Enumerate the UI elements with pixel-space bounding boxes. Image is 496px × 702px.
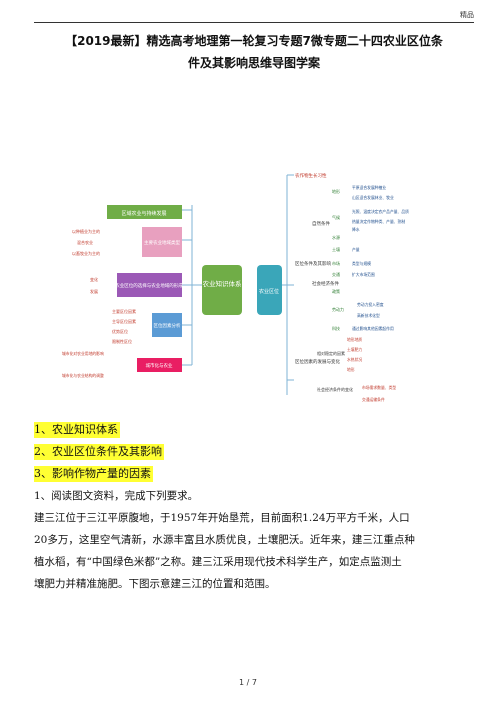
- leaf-select-1: 变化: [90, 276, 98, 282]
- question-para-1: 建三江位于三江平原腹地，于1957年开始垦荒，目前面积1.24万平方千米，人口: [34, 512, 410, 524]
- outline-item-3: 3、影响作物产量的因素: [34, 466, 153, 482]
- soc-item-5: 科技: [332, 325, 340, 331]
- nat-detail-2: 山区适合发展林业、牧业: [352, 195, 394, 200]
- soc-detail-2: 扩大市场范围: [352, 272, 375, 277]
- social-label: 社会经济条件: [312, 280, 339, 287]
- mind-map: 农业知识体系 农业区位 区域农业与持续发展 主要农业地域类型 以种植业为主的 混…: [62, 172, 409, 402]
- branch-sustainable: [107, 205, 182, 219]
- branch-select: [117, 273, 182, 297]
- leaf-city-2: 城市化与农业结构的调整: [62, 373, 104, 378]
- change-stable: 相对稳定的因素: [317, 350, 345, 356]
- leaf-type-1: 以种植业为主的: [72, 228, 100, 234]
- branch-sustainable-label: 区域农业与持续发展: [121, 210, 166, 217]
- page-number: 1 / 7: [239, 678, 257, 687]
- header-divider: [34, 22, 474, 23]
- branch-city-label: 城市化与农业: [146, 362, 173, 369]
- outline-item-1: 1、农业知识体系: [34, 422, 120, 438]
- group-conditions: 区位条件及其影响: [295, 260, 331, 267]
- leaf-factor-1: 主要区位因素: [112, 308, 136, 314]
- nat-detail-5: 降水: [352, 227, 360, 232]
- branch-types: [142, 227, 182, 257]
- leaf-city-1: 城市化对农业用地的影响: [62, 351, 104, 356]
- right-top: 农作物生长习性: [295, 172, 327, 179]
- nat-item-1: 地形: [332, 188, 340, 194]
- soc-item-1: 市场: [332, 260, 340, 266]
- soc-detail-4: 高新技术化型: [357, 313, 380, 318]
- nat-detail-6: 产量: [352, 247, 360, 252]
- center-node: [202, 265, 242, 315]
- nat-detail-3: 光照、温度决定农产品产量、品质: [352, 209, 409, 214]
- outline-item-2: 2、农业区位条件及其影响: [34, 444, 164, 460]
- center-label: 农业知识体系: [203, 279, 243, 288]
- nat-detail-1: 平原适合发展种植业: [352, 185, 386, 190]
- nat-item-4: 土壤: [332, 246, 340, 252]
- hub-node: [257, 265, 282, 315]
- nat-detail-4: 热量决定作物种类、产量、熟制: [352, 219, 405, 224]
- soc-item-3: 政策: [332, 288, 340, 294]
- soc-detail-3: 劳动力投入密度: [357, 302, 384, 307]
- social-change-2: 交通运输条件: [362, 397, 385, 402]
- nat-item-3: 水源: [332, 234, 340, 240]
- stable-item-1: 地形地质: [347, 337, 362, 342]
- leaf-factor-4: 限制性区位: [112, 338, 132, 344]
- header-label: 精品: [460, 11, 474, 19]
- social-change-1: 市场需求数量、类型: [362, 385, 396, 390]
- question-para-2: 20多万，这里空气清新，水源丰富且水质优良，土壤肥沃。近年来，建三江重点种: [34, 534, 415, 546]
- branch-factor: [152, 313, 182, 337]
- soc-item-2: 交通: [332, 271, 340, 277]
- branch-types-label: 主要农业地域类型: [144, 239, 180, 246]
- soc-item-4: 劳动力: [332, 306, 344, 312]
- document-title: 【2019最新】精选高考地理第一轮复习专题7微专题二十四农业区位条 件及其影响思…: [34, 30, 474, 74]
- leaf-factor-2: 主导区位因素: [112, 318, 136, 324]
- title-line-1: 【2019最新】精选高考地理第一轮复习专题7微专题二十四农业区位条: [65, 34, 443, 48]
- leaf-type-3: 以畜牧业为主的: [72, 250, 100, 256]
- branch-factor-label: 区位因素分析: [154, 322, 181, 329]
- nature-label: 自然条件: [312, 220, 330, 227]
- question-para-4: 壤肥力并精准施肥。下图示意建三江的位置和范围。: [34, 578, 276, 590]
- leaf-select-2: 发展: [90, 288, 98, 294]
- leaf-type-2: 混合农业: [77, 239, 93, 245]
- soc-detail-5: 通过影响其他因素起作用: [352, 326, 394, 331]
- title-line-2: 件及其影响思维导图学案: [187, 56, 320, 70]
- soc-detail-1: 类型与规模: [352, 261, 371, 266]
- stable-item-3: 水热状况: [347, 357, 362, 362]
- branch-select-label: 农业区位的选择与农业地域的形成: [115, 282, 183, 289]
- branch-city: [137, 358, 182, 372]
- stable-item-4: 地形: [347, 367, 355, 372]
- hub-label: 农业区位: [259, 288, 279, 295]
- question-intro: 1、阅读图文资料，完成下列要求。: [34, 490, 199, 502]
- stable-item-2: 土壤肥力: [347, 347, 362, 352]
- group-change: 区位因素的发展与变化: [295, 358, 340, 365]
- leaf-factor-3: 优势区位: [112, 328, 128, 334]
- change-social: 社会经济条件的变化: [317, 386, 353, 392]
- nat-item-2: 气候: [332, 214, 340, 220]
- question-para-3: 植水稻，有“中国绿色米都”之称。建三江采用现代技术科学生产，如定点监测土: [34, 556, 402, 568]
